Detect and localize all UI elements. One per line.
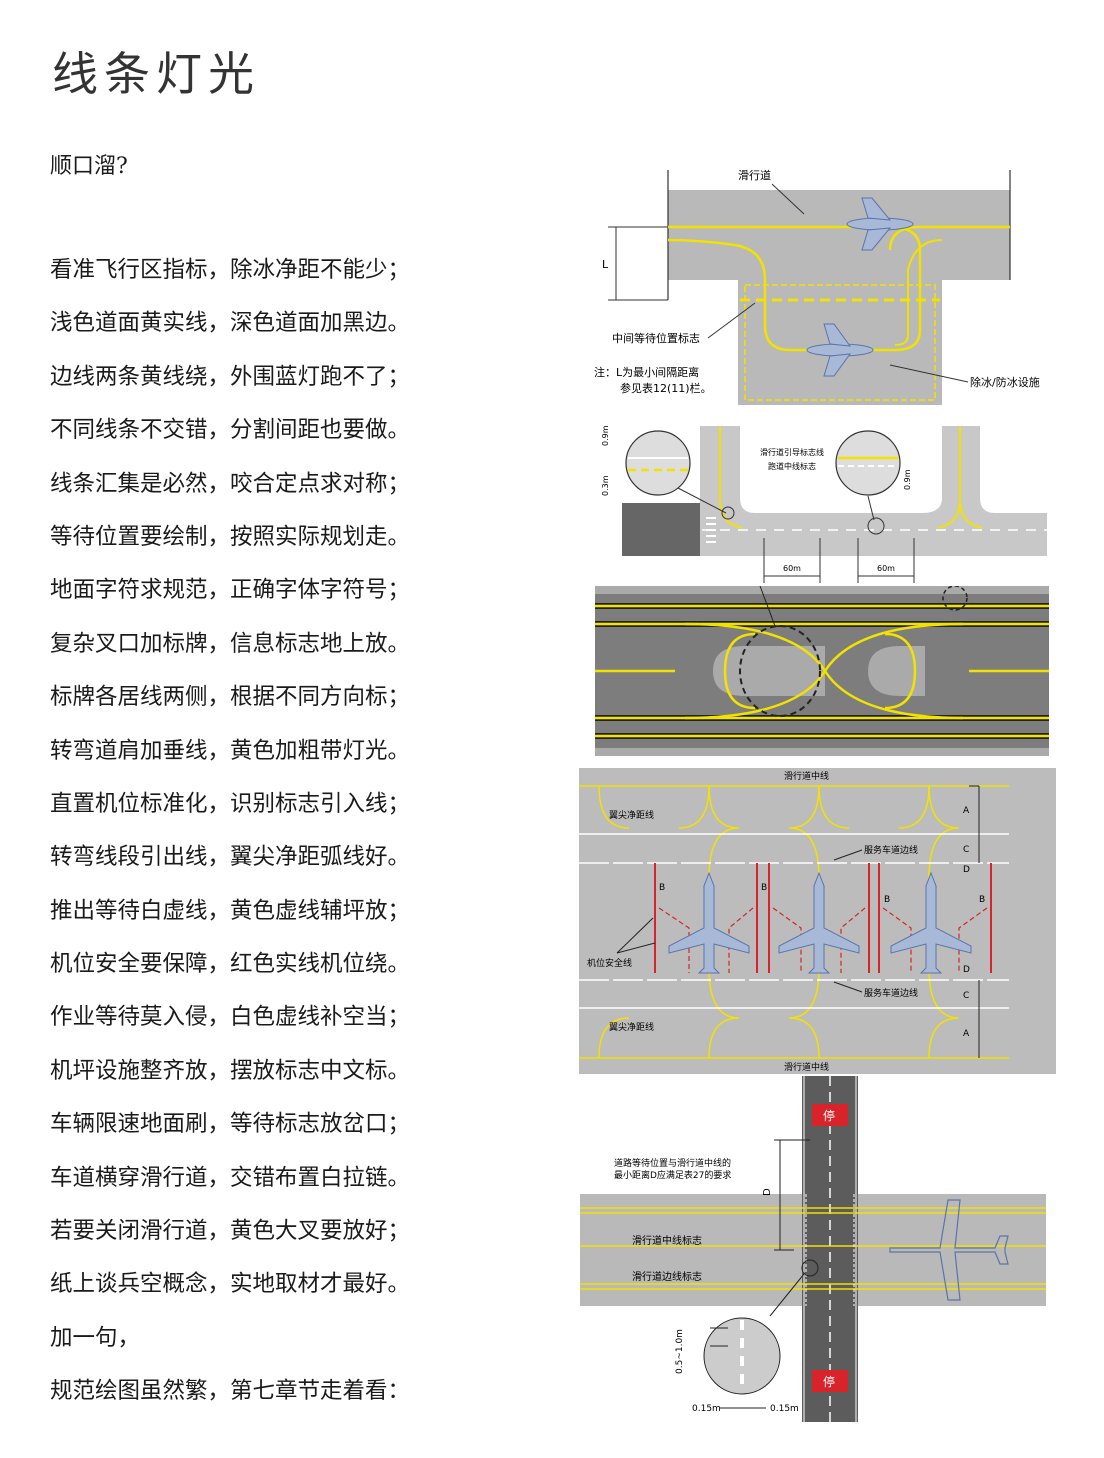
label-service-road-top: 服务车道边线: [864, 844, 918, 856]
figure-deicing-taxiway: L 滑行道 中间等待位置标志 注：L为最小间隔距离 参见表12(11)栏。 除冰…: [590, 160, 1060, 410]
label-intermediate-holding: 中间等待位置标志: [612, 331, 700, 345]
poem-line: 转弯线段引出线，翼尖净距弧线好。: [50, 844, 411, 871]
label-stand-safety-line: 机位安全线: [587, 957, 632, 969]
poem-line: 地面字符求规范，正确字体字符号；: [50, 577, 411, 604]
dim-A-bottom: A: [963, 1029, 970, 1039]
airplane-icon: [889, 1199, 1009, 1301]
figure-road-crossing: 停 停 D 道路等待位置与滑行道中线的 最小距离D应满足表27的要求 滑行道中线…: [580, 1076, 1050, 1422]
label-runway-centerline: 跑道中线标志: [768, 461, 816, 471]
poem-line: 等待位置要绘制，按照实际规划走。: [50, 523, 411, 550]
poem-line: 标牌各居线两侧，根据不同方向标；: [50, 684, 411, 711]
poem-line: 车道横穿滑行道，交错布置白拉链。: [50, 1164, 411, 1191]
dim-C-top: C: [963, 845, 969, 855]
dim-B: B: [761, 883, 767, 893]
page-title: 线条灯光: [52, 47, 260, 101]
label-top-centerline: 滑行道中线: [784, 770, 829, 782]
poem-line: 看准飞行区指标，除冰净距不能少；: [50, 257, 411, 283]
poem-line: 加一句，: [50, 1324, 141, 1351]
airplane-icon: [846, 217, 914, 231]
dim-D: D: [762, 1188, 773, 1196]
dim-60m-left: 60m: [783, 564, 801, 573]
label-bottom-centerline: 滑行道中线: [784, 1061, 829, 1073]
label-deicing: 除冰/防冰设施: [970, 375, 1040, 389]
dim-A-top: A: [963, 806, 970, 816]
dim-B: B: [884, 895, 890, 905]
poem-line: 边线两条黄线绕，外围蓝灯跑不了；: [50, 363, 411, 390]
poem-line: 推出等待白虚线，黄色虚线辅坪放；: [50, 897, 411, 924]
dim-0-3m: 0.3m: [601, 475, 610, 496]
poem: 看准飞行区指标，除冰净距不能少； 浅色道面黄实线，深色道面加黑边。 边线两条黄线…: [50, 244, 410, 1419]
label-L: L: [602, 258, 609, 271]
poem-line: 不同线条不交错，分割间距也要做。: [50, 417, 411, 444]
airplane-icon: [668, 871, 750, 974]
subtitle: 顺口溜?: [50, 154, 128, 179]
dim-D-bottom: D: [963, 965, 970, 975]
poem-line: 规范绘图虽然繁，第七章节走着看：: [50, 1378, 411, 1405]
figure-apron-stands: 滑行道中线 滑行道中线 翼尖净距线 翼尖净距线: [579, 768, 1056, 1074]
poem-line: 复杂叉口加标牌，信息标志地上放。: [50, 630, 411, 657]
dim-C-bottom: C: [963, 991, 969, 1001]
airplane-icon: [890, 871, 972, 974]
dim-range: 0.5~1.0m: [675, 1329, 685, 1374]
poem-line: 车辆限速地面刷，等待标志放岔口；: [50, 1111, 411, 1138]
dim-0-15m-right: 0.15m: [770, 1404, 799, 1414]
label-wingtip-bottom: 翼尖净距线: [609, 1021, 654, 1033]
poem-line: 纸上谈兵空概念，实地取材才最好。: [50, 1271, 411, 1298]
poem-line: 作业等待莫入侵，白色虚线补空当；: [50, 1004, 411, 1031]
note-line-1: 道路等待位置与滑行道中线的: [614, 1157, 731, 1169]
dim-0-15m-left: 0.15m: [692, 1404, 721, 1414]
dim-0-9m-b: 0.9m: [903, 469, 912, 490]
stop-sign-bottom: 停: [823, 1374, 835, 1389]
poem-line: 转弯道肩加垂线，黄色加粗带灯光。: [50, 737, 411, 764]
poem-line: 线条汇集是必然，咬合定点求对称；: [50, 470, 411, 497]
airplane-icon: [778, 871, 860, 974]
dim-B: B: [979, 895, 985, 905]
note-line-1: 注：L为最小间隔距离: [594, 365, 699, 379]
note-line-2: 参见表12(11)栏。: [620, 381, 712, 395]
label-wingtip-top: 翼尖净距线: [609, 809, 654, 821]
figure-junction-detail: 0.9m 0.3m 滑行道引导标志线 跑道中线标志 0.9m 60m 60m: [592, 418, 1052, 588]
label-taxiway-centerline: 滑行道中线标志: [632, 1234, 702, 1247]
airplane-icon: [806, 343, 874, 357]
poem-line: 若要关闭滑行道，黄色大叉要放好；: [50, 1218, 411, 1245]
dim-60m-right: 60m: [877, 564, 895, 573]
dim-B: B: [659, 883, 665, 893]
poem-line: 机位安全要保障，红色实线机位绕。: [50, 951, 411, 978]
label-service-road-bottom: 服务车道边线: [864, 987, 918, 999]
label-guide-line: 滑行道引导标志线: [760, 447, 824, 457]
dim-D-top: D: [963, 865, 970, 875]
figure-dark-pavement: [595, 586, 1049, 756]
label-taxiway: 滑行道: [738, 168, 771, 182]
note-line-2: 最小距离D应满足表27的要求: [614, 1169, 731, 1181]
label-taxiway-edge: 滑行道边线标志: [632, 1270, 702, 1283]
dim-0-9m: 0.9m: [601, 425, 610, 446]
poem-line: 直置机位标准化，识别标志引入线；: [50, 790, 411, 817]
poem-line: 机坪设施整齐放，摆放标志中文标。: [50, 1057, 411, 1084]
poem-line: 浅色道面黄实线，深色道面加黑边。: [50, 310, 411, 337]
stop-sign-top: 停: [823, 1108, 835, 1123]
